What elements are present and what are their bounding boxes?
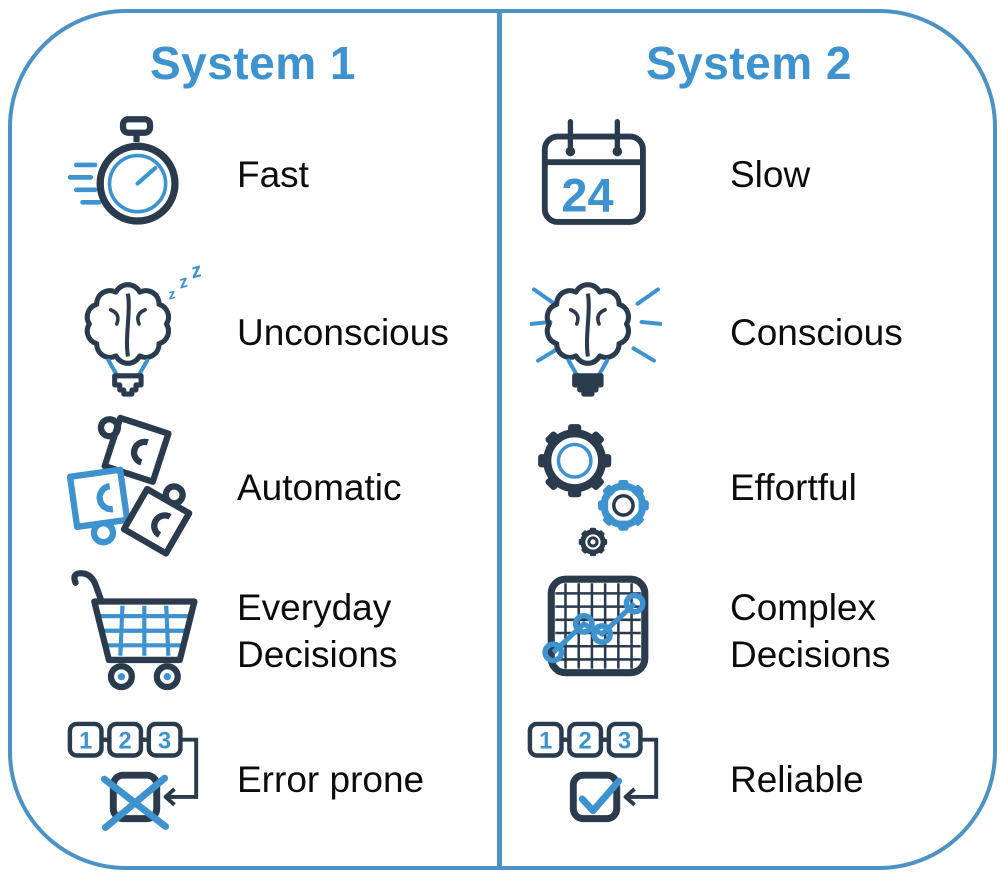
stopwatch-icon bbox=[8, 113, 237, 238]
sleeping-brain-icon: z z z bbox=[8, 257, 237, 409]
column-divider bbox=[497, 11, 502, 868]
line-chart-icon bbox=[501, 571, 730, 693]
svg-text:z: z bbox=[187, 259, 202, 283]
trait-label: Automatic bbox=[237, 466, 402, 508]
list-item: Automatic bbox=[8, 413, 498, 563]
trait-label: Error prone bbox=[237, 758, 425, 800]
column-title: System 1 bbox=[149, 37, 356, 89]
svg-text:z: z bbox=[175, 271, 190, 293]
list-item: 1 2 3 Reliable bbox=[501, 705, 997, 855]
shopping-cart-icon bbox=[8, 564, 237, 700]
awake-brain-icon bbox=[501, 257, 730, 409]
list-item: Complex Decisions bbox=[501, 557, 997, 707]
gears-icon bbox=[501, 412, 730, 564]
sequence-check-icon: 1 2 3 bbox=[501, 718, 730, 841]
trait-label: Effortful bbox=[730, 466, 857, 508]
system1-column: System 1 Fast bbox=[8, 0, 498, 879]
puzzle-pieces-icon bbox=[8, 414, 237, 562]
svg-text:z: z bbox=[165, 286, 177, 304]
svg-text:24: 24 bbox=[561, 169, 613, 221]
trait-label: Slow bbox=[730, 153, 811, 195]
trait-label: Fast bbox=[237, 153, 309, 195]
svg-text:3: 3 bbox=[618, 729, 631, 755]
list-item: Fast bbox=[8, 100, 498, 250]
svg-text:3: 3 bbox=[158, 729, 171, 755]
list-item: 1 2 3 Error prone bbox=[8, 705, 498, 855]
trait-label: Everyday Decisions bbox=[237, 587, 398, 675]
svg-text:1: 1 bbox=[79, 729, 92, 755]
svg-text:2: 2 bbox=[118, 729, 131, 755]
column-title: System 2 bbox=[645, 37, 852, 89]
trait-label: Reliable bbox=[730, 758, 864, 800]
list-item: Everyday Decisions bbox=[8, 557, 498, 707]
sequence-error-icon: 1 2 3 bbox=[8, 718, 237, 841]
list-item: Effortful bbox=[501, 413, 997, 563]
system2-column: System 2 24 Slow bbox=[501, 0, 997, 879]
list-item: z z z Unconscious bbox=[8, 258, 498, 408]
list-item: 24 Slow bbox=[501, 100, 997, 250]
list-item: Conscious bbox=[501, 258, 997, 408]
panel-border bbox=[8, 9, 997, 870]
trait-label: Unconscious bbox=[237, 311, 449, 353]
svg-text:2: 2 bbox=[578, 729, 591, 755]
svg-text:1: 1 bbox=[539, 729, 552, 755]
calendar-icon: 24 bbox=[501, 111, 730, 239]
trait-label: Complex Decisions bbox=[730, 587, 891, 675]
trait-label: Conscious bbox=[730, 311, 903, 353]
